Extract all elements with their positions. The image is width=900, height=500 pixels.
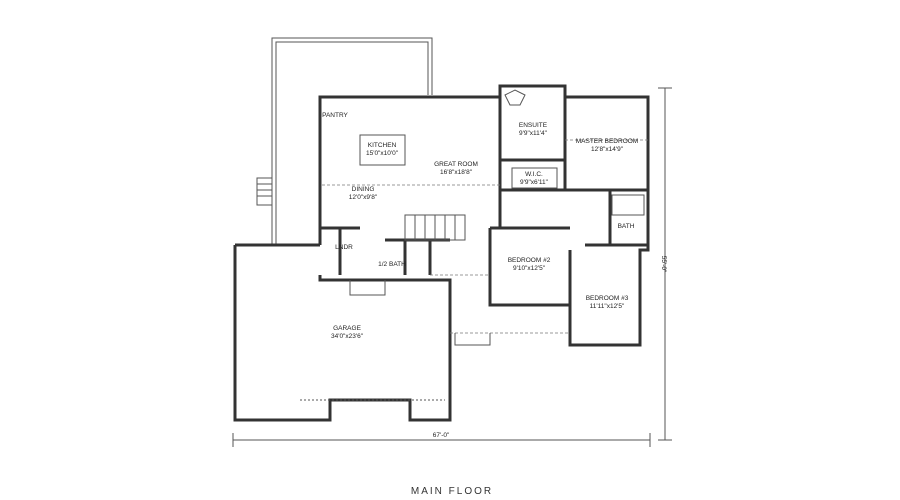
details <box>300 89 648 401</box>
room-kitchen: KITCHEN <box>368 142 397 149</box>
plan-title: MAIN FLOOR <box>411 486 493 497</box>
room-dining: DINING <box>352 186 375 193</box>
room-garage: GARAGE <box>333 325 361 332</box>
room-garage-size: 34'0"x23'6" <box>331 333 364 340</box>
deck-outline <box>256 37 433 245</box>
room-great-room: GREAT ROOM <box>434 161 478 168</box>
room-bedroom-3: BEDROOM #3 <box>586 295 629 302</box>
room-master-bedroom-size: 12'8"x14'9" <box>591 146 624 153</box>
dimension-lines <box>232 87 672 447</box>
room-ensuite: ENSUITE <box>519 122 548 129</box>
exterior-walls <box>233 84 650 422</box>
room-great-room-size: 16'8"x18'8" <box>440 169 473 176</box>
room-bedroom-2-size: 9'10"x12'5" <box>513 265 546 272</box>
room-dining-size: 12'0"x9'8" <box>349 194 378 201</box>
room-bedroom-2: BEDROOM #2 <box>508 257 551 264</box>
room-bedroom-3-size: 11'11"x12'5" <box>590 303 625 310</box>
dimension-depth: 55'-0" <box>660 256 667 273</box>
room-master-bedroom: MASTER BEDROOM <box>576 138 638 145</box>
room-pantry: PANTRY <box>322 112 348 119</box>
room-wic: W.I.C. <box>525 171 543 178</box>
dimension-width: 67'-0" <box>433 432 450 439</box>
room-kitchen-size: 15'0"x10'0" <box>366 150 399 157</box>
room-laundry: LNDR <box>335 244 353 251</box>
room-wic-size: 9'9"x6'11" <box>520 179 549 186</box>
room-half-bath: 1/2 BATH <box>378 261 406 268</box>
room-bath: BATH <box>618 223 635 230</box>
room-ensuite-size: 9'9"x11'4" <box>519 130 548 137</box>
interior-walls <box>320 97 648 305</box>
